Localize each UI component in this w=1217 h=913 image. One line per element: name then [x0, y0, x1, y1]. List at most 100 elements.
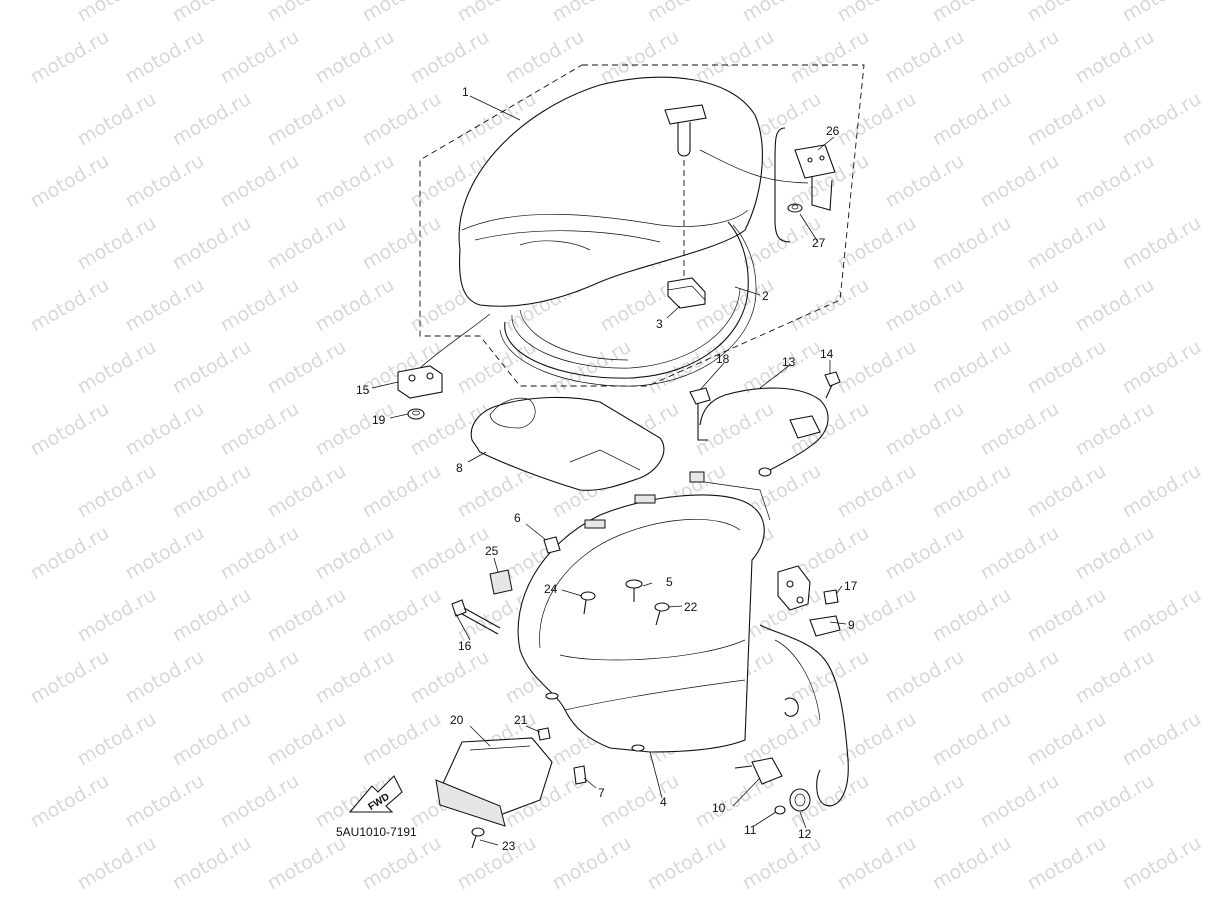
callout-9: 9 — [848, 618, 855, 632]
watermark-text: motod.ru — [977, 274, 1063, 337]
clip-part-21[interactable] — [537, 727, 551, 741]
seat-trim-part-2[interactable] — [499, 221, 757, 387]
bracket-part-26[interactable] — [794, 144, 836, 211]
watermark-text: motod.ru — [454, 832, 540, 895]
leader-lines — [371, 95, 847, 846]
watermark-text: motod.ru — [407, 26, 493, 89]
watermark-text: motod.ru — [27, 274, 113, 337]
watermark-text: motod.ru — [312, 522, 398, 585]
watermark-text: motod.ru — [977, 150, 1063, 213]
watermark-text: motod.ru — [169, 0, 255, 26]
callout-25: 25 — [485, 544, 499, 558]
watermark-text: motod.ru — [169, 336, 255, 399]
callout-4: 4 — [660, 795, 667, 809]
watermark-text: motod.ru — [264, 88, 350, 151]
grommet-part-12[interactable] — [789, 788, 811, 812]
watermark-text: motod.ru — [1024, 708, 1110, 771]
clip-part-7[interactable] — [573, 765, 587, 785]
watermark-text: motod.ru — [739, 0, 825, 26]
watermark-text: motod.ru — [122, 398, 208, 461]
screw-part-5[interactable] — [625, 579, 643, 602]
callout-19: 19 — [372, 413, 386, 427]
damper-part-3[interactable] — [667, 277, 706, 309]
watermark-text: motod.ru — [217, 26, 303, 89]
watermark-text: motod.ru — [1119, 0, 1205, 26]
watermark-text: motod.ru — [407, 646, 493, 709]
watermark-text: motod.ru — [644, 0, 730, 26]
watermark-text: motod.ru — [1024, 336, 1110, 399]
cover-part-20[interactable] — [435, 737, 553, 827]
watermark-text: motod.ru — [122, 646, 208, 709]
watermark-text: motod.ru — [597, 770, 683, 833]
hinge-link-line — [419, 313, 491, 369]
diagram-code: 5AU1010-7191 — [336, 825, 417, 839]
watermark-text: motod.ru — [692, 26, 778, 89]
harness-part-13[interactable] — [699, 387, 829, 477]
watermark-text: motod.ru — [27, 26, 113, 89]
seat-part-1[interactable] — [458, 76, 763, 307]
bolt-part-16[interactable] — [451, 599, 501, 635]
watermark-text: motod.ru — [977, 770, 1063, 833]
screw-part-11[interactable] — [774, 805, 786, 815]
watermark-text: motod.ru — [1072, 274, 1158, 337]
callout-12: 12 — [798, 827, 812, 841]
watermark-text: motod.ru — [27, 150, 113, 213]
screw-part-23[interactable] — [471, 827, 485, 849]
watermark-text: motod.ru — [359, 0, 445, 26]
watermark-text: motod.ru — [929, 460, 1015, 523]
watermark-text: motod.ru — [834, 460, 920, 523]
watermark-text: motod.ru — [644, 832, 730, 895]
tray-part-8[interactable] — [470, 396, 665, 491]
watermark-text: motod.ru — [882, 770, 968, 833]
watermark-text: motod.ru — [1072, 398, 1158, 461]
watermark-text: motod.ru — [1024, 0, 1110, 26]
watermark-text: motod.ru — [929, 584, 1015, 647]
bracket-part-9[interactable] — [777, 565, 841, 637]
watermark-text: motod.ru — [834, 88, 920, 151]
watermark-text: motod.ru — [264, 584, 350, 647]
watermark-text: motod.ru — [27, 522, 113, 585]
watermark-text: motod.ru — [74, 584, 160, 647]
watermark-text: motod.ru — [454, 336, 540, 399]
watermark-text: motod.ru — [217, 522, 303, 585]
hinge-part-15[interactable] — [397, 365, 443, 399]
bolt-part-27[interactable] — [787, 203, 803, 213]
callout-1: 1 — [462, 85, 469, 99]
watermark-text: motod.ru — [169, 708, 255, 771]
luggage-box-part-4[interactable] — [517, 471, 771, 753]
lock-part-10[interactable] — [734, 757, 783, 785]
watermark-text: motod.ru — [264, 212, 350, 275]
watermark-text: motod.ru — [264, 0, 350, 26]
watermark-text: motod.ru — [359, 584, 445, 647]
callout-24: 24 — [544, 582, 558, 596]
watermark-text: motod.ru — [217, 398, 303, 461]
watermark-text: motod.ru — [929, 708, 1015, 771]
watermark-text: motod.ru — [407, 522, 493, 585]
watermark-text: motod.ru — [977, 522, 1063, 585]
callout-13: 13 — [782, 355, 796, 369]
screw-part-14[interactable] — [824, 371, 841, 399]
watermark-text: motod.ru — [169, 460, 255, 523]
watermark-text: motod.ru — [122, 26, 208, 89]
watermark-text: motod.ru — [787, 646, 873, 709]
nut-part-6[interactable] — [543, 536, 561, 554]
watermark-text: motod.ru — [834, 336, 920, 399]
fwd-arrow: FWD — [348, 775, 403, 813]
watermark-text: motod.ru — [264, 708, 350, 771]
watermark-text: motod.ru — [1024, 832, 1110, 895]
watermark-text: motod.ru — [882, 26, 968, 89]
watermark-text: motod.ru — [217, 770, 303, 833]
callout-18: 18 — [716, 352, 730, 366]
watermark-text: motod.ru — [787, 26, 873, 89]
bolt-part-17[interactable] — [823, 589, 839, 605]
watermark-text: motod.ru — [1024, 584, 1110, 647]
nut-part-19[interactable] — [407, 408, 425, 420]
watermark-text: motod.ru — [834, 832, 920, 895]
watermark-text: motod.ru — [692, 398, 778, 461]
pad-part-25[interactable] — [489, 569, 513, 595]
callout-7: 7 — [598, 786, 605, 800]
watermark-text: motod.ru — [1072, 770, 1158, 833]
watermark-text: motod.ru — [1072, 646, 1158, 709]
watermark-text: motod.ru — [1119, 460, 1205, 523]
